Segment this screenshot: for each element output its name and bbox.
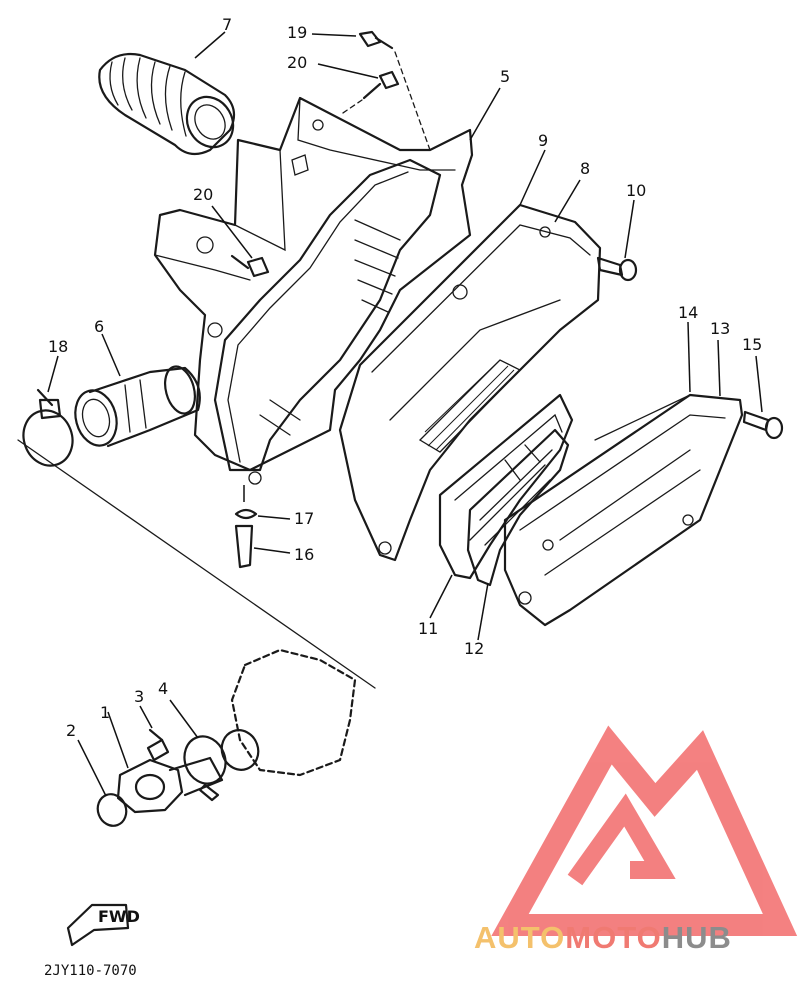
callout-16: 16 — [294, 545, 314, 564]
forward-direction-arrow: FWD — [66, 903, 140, 947]
callout-5: 5 — [500, 67, 510, 86]
part-15-cap-screw — [742, 355, 784, 440]
callout-19: 19 — [287, 23, 307, 42]
callout-1: 1 — [100, 703, 110, 722]
part-20-screw-left — [211, 205, 270, 278]
part-diagram-code: 2JY110-7070 — [44, 963, 137, 979]
callout-3: 3 — [134, 687, 144, 706]
callout-11: 11 — [418, 619, 438, 638]
watermark-text: AUTOMOTOHUB — [474, 920, 732, 955]
watermark-hub: HUB — [662, 920, 732, 955]
callout-2: 2 — [66, 721, 76, 740]
fwd-label: FWD — [98, 907, 140, 926]
part-7-intake-duct — [98, 31, 236, 156]
callout-15: 15 — [742, 335, 762, 354]
part-1-carb-joint — [107, 711, 224, 814]
part-12-sponge-element — [466, 428, 570, 641]
part-20-screw-top — [317, 63, 400, 116]
callout-17: 17 — [294, 509, 314, 528]
callout-9: 9 — [538, 131, 548, 150]
watermark-logo — [491, 725, 798, 936]
callout-14: 14 — [678, 303, 698, 322]
callout-12: 12 — [464, 639, 484, 658]
callout-labels: 7 19 20 5 9 8 10 20 14 13 15 6 18 17 16 … — [48, 15, 762, 740]
part-14-cap-gasket — [594, 321, 691, 441]
part-2-o-ring — [77, 739, 128, 827]
watermark-brand: AUTOMOTOHUB — [474, 920, 732, 955]
callout-20-top: 20 — [287, 53, 307, 72]
part-16-drain-hose — [234, 524, 291, 569]
callout-18: 18 — [48, 337, 68, 356]
part-3-bolt — [139, 705, 170, 762]
watermark-auto: AUTO — [474, 920, 565, 955]
part-17-drain-clip — [234, 485, 291, 520]
part-11-element-frame — [429, 393, 574, 619]
part-19-screw — [311, 30, 431, 151]
callout-6: 6 — [94, 317, 104, 336]
callout-10: 10 — [626, 181, 646, 200]
part-13-case-cap — [503, 339, 744, 627]
part-18-hose-clamp — [22, 355, 74, 467]
engine-projection-line — [17, 439, 376, 777]
part-10-screw — [596, 199, 638, 282]
part-9-element-case — [338, 149, 602, 562]
callout-4: 4 — [158, 679, 168, 698]
watermark-moto: MOTO — [565, 920, 661, 955]
callout-7: 7 — [222, 15, 232, 34]
part-6-intake-joint — [74, 333, 201, 448]
callout-13: 13 — [710, 319, 730, 338]
part-5-air-box-case — [153, 87, 501, 485]
part-4-clamp — [169, 699, 260, 802]
callout-20-left: 20 — [193, 185, 213, 204]
part-8-screw-leader — [554, 179, 581, 223]
callout-8: 8 — [580, 159, 590, 178]
